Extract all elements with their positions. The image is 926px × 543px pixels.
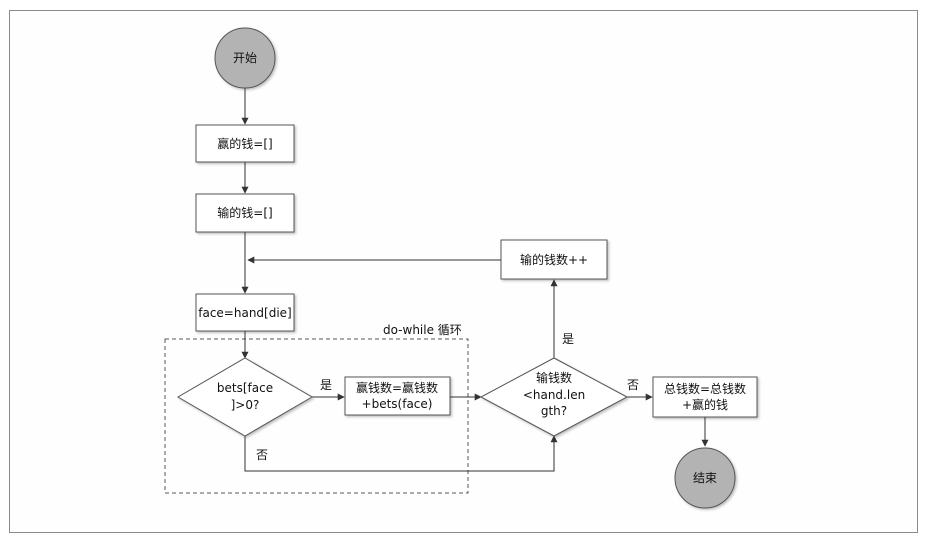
bets-no-label: 否: [256, 448, 268, 462]
start-node-label: 开始: [233, 51, 257, 65]
lose-check-line-2: <hand.len: [523, 388, 585, 402]
lose-inc-label: 输的钱数++: [520, 252, 588, 267]
lose-check-line-3: gth?: [541, 404, 567, 418]
bets-check-line-2: ]>0?: [231, 398, 260, 412]
bets-yes-label: 是: [320, 378, 332, 392]
win-init-label: 赢的钱=[]: [217, 136, 272, 151]
face-assign-box: face=hand[die]: [195, 293, 295, 332]
lose-init-box: 输的钱=[]: [195, 193, 295, 233]
win-add-box: 赢钱数=赢钱数 +bets(face): [344, 376, 451, 416]
bets-check-line-1: bets[face: [217, 381, 273, 395]
lose-no-label: 否: [627, 378, 639, 392]
end-node: 结束: [674, 447, 736, 509]
diagram-frame: [9, 10, 918, 533]
start-node: 开始: [214, 27, 276, 89]
lose-check-line-1: 输钱数: [536, 370, 572, 385]
win-init-box: 赢的钱=[]: [195, 124, 295, 163]
lose-inc-box: 输的钱数++: [500, 239, 608, 280]
do-while-loop-region: [164, 338, 469, 494]
lose-init-label: 输的钱=[]: [217, 205, 272, 220]
do-while-loop-label: do-while 循环: [383, 323, 462, 337]
end-node-label: 结束: [693, 471, 717, 485]
bets-check-diamond: bets[face ]>0?: [177, 357, 313, 437]
edge-bets-no-to-lose-check: [244, 435, 558, 472]
lose-check-diamond: 输钱数 <hand.len gth?: [479, 357, 629, 437]
total-line-2: +赢的钱: [682, 397, 728, 412]
total-line-1: 总钱数=总钱数: [664, 381, 746, 396]
win-add-line-1: 赢钱数=赢钱数: [356, 380, 438, 395]
win-add-line-2: +bets(face): [362, 397, 433, 411]
total-box: 总钱数=总钱数 +赢的钱: [652, 376, 758, 418]
face-assign-label: face=hand[die]: [198, 306, 292, 320]
lose-yes-label: 是: [562, 332, 574, 346]
